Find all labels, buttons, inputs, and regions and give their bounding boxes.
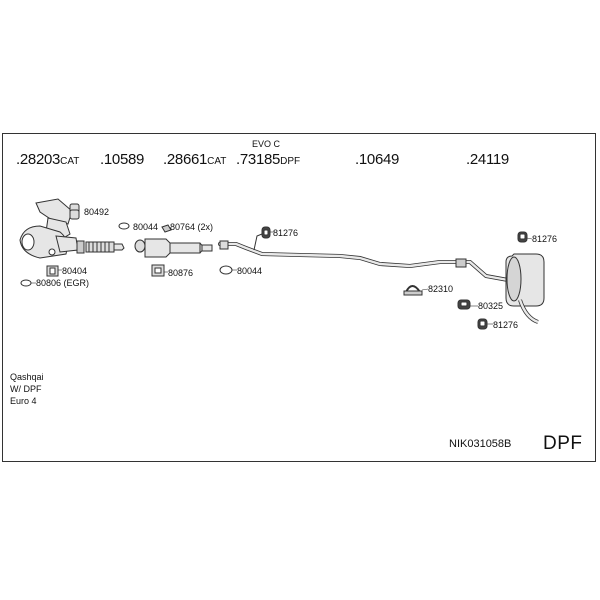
label-80404: 80404 [62,266,88,276]
catalyst-28661-drawing[interactable] [134,238,213,258]
gasket-80492-drawing[interactable] [69,203,80,220]
label-80044-lower: 80044 [237,266,263,276]
leader-lines [31,231,533,325]
gasket-80806-drawing[interactable] [20,279,32,287]
part-number-catalyst-1[interactable]: .28203CAT [16,151,80,168]
label-82310: 82310 [428,284,454,294]
label-80492: 80492 [84,207,110,217]
dpf-pipe-drawing[interactable] [218,233,454,269]
vehicle-model: Qashqai [10,372,44,382]
part-number-catalyst-2[interactable]: .28661CAT [163,151,227,168]
gasket-80044-upper-drawing[interactable] [118,222,130,230]
gasket-80764-drawing[interactable] [161,224,172,233]
label-80325: 80325 [478,301,504,311]
clamp-80876-drawing[interactable] [151,264,165,277]
rear-silencer-drawing[interactable] [452,253,545,324]
part-number-middle-pipe[interactable]: .10649 [355,151,400,168]
label-80044-upper: 80044 [133,222,159,232]
part-number-dpf[interactable]: .73185DPF [236,151,301,168]
label-80764: 80764 (2x) [170,222,214,232]
kit-type: DPF [543,433,583,454]
label-80806: 80806 (EGR) [36,278,90,288]
bracket-80404-drawing[interactable] [46,265,59,277]
diagram-frame [2,133,596,462]
label-80876: 80876 [168,268,194,278]
manifold-catalyst-drawing[interactable] [19,198,79,259]
variant-note: EVO C [252,139,281,149]
clamp-82310-drawing[interactable] [403,285,423,296]
kit-number: NIK031058B [449,438,512,450]
hanger-81276-middle-drawing[interactable] [261,226,271,239]
hanger-81276-lower-drawing[interactable] [477,318,488,330]
hanger-80325-drawing[interactable] [457,299,471,310]
part-number-front-pipe[interactable]: .10589 [100,151,145,168]
gasket-80044-lower-drawing[interactable] [219,265,233,275]
vehicle-equipment: W/ DPF [10,384,42,394]
label-81276-middle: 81276 [273,228,299,238]
label-81276-lower: 81276 [493,320,519,330]
vehicle-emission: Euro 4 [10,396,37,406]
hanger-81276-upper-drawing[interactable] [517,231,528,243]
part-number-rear-silencer[interactable]: .24119 [466,151,509,168]
label-81276-upper: 81276 [532,234,558,244]
front-pipe-drawing[interactable] [76,240,125,254]
